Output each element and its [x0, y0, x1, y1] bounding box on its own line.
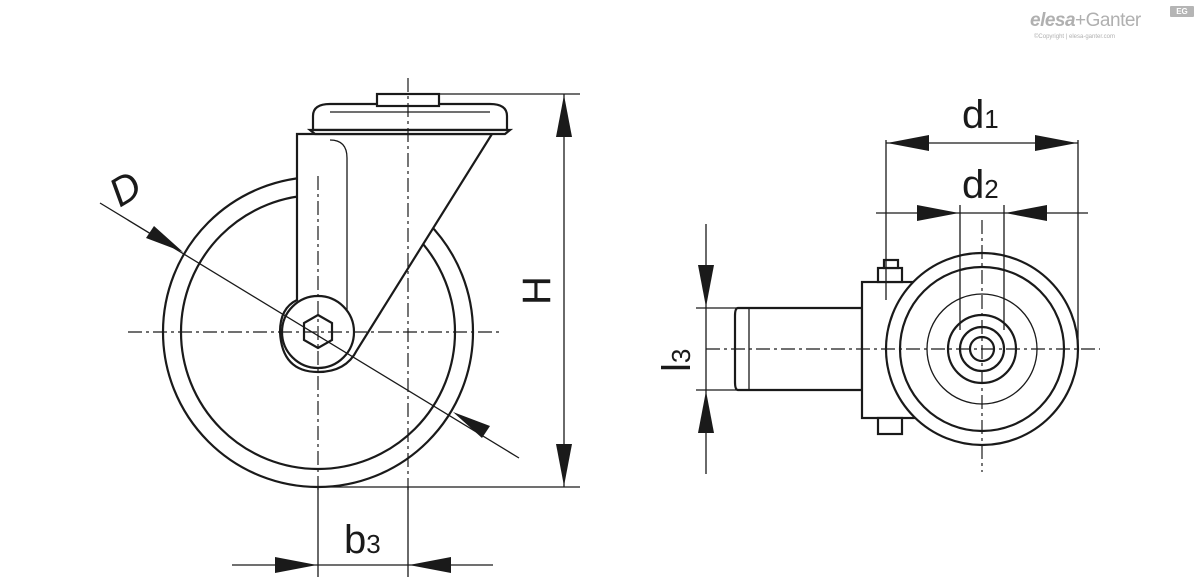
elesa-ganter-logo: elesa+Ganter ©Copyright | elesa-ganter.c…: [1030, 6, 1195, 46]
top-plate: [311, 102, 509, 132]
l3-main: l: [655, 363, 699, 372]
castor-front-view: d1 d2 l3: [655, 93, 1100, 474]
d1-arrow-left: [887, 135, 929, 151]
fork-inner-edge: [329, 139, 348, 345]
l3-arrow-top: [698, 265, 714, 307]
logo-brand-ganter: Ganter: [1085, 10, 1142, 31]
l3-subscript: 3: [666, 349, 696, 363]
l3-arrow-bottom: [698, 391, 714, 433]
logo-wordmark: elesa+Ganter: [1030, 10, 1141, 32]
logo-copyright: ©Copyright | elesa-ganter.com: [1034, 34, 1116, 40]
bolt-cap-top: [882, 258, 900, 270]
logo-brand-elesa: elesa: [1030, 10, 1076, 31]
dimension-label-d2: d2: [962, 163, 999, 207]
dimension-label-b3: b3: [344, 518, 381, 562]
logo-badge: EG: [1170, 6, 1194, 17]
b3-subscript: 3: [366, 529, 380, 559]
dimension-label-d1: d1: [962, 93, 999, 137]
b3-main: b: [344, 518, 366, 562]
d1-arrow-right: [1035, 135, 1077, 151]
d1-subscript: 1: [984, 104, 998, 134]
b3-arrow-left: [275, 557, 317, 573]
d2-subscript: 2: [984, 174, 998, 204]
top-plate-base: [306, 128, 514, 136]
b3-arrow-right: [409, 557, 451, 573]
bolt-head-top: [876, 266, 904, 284]
d-arrow-top: [146, 226, 183, 252]
dimension-label-h: H: [515, 276, 559, 305]
h-arrow-top: [556, 95, 572, 137]
castor-side-view: D H b3: [99, 78, 580, 577]
d-arrow-bottom: [453, 412, 490, 438]
d2-main: d: [962, 163, 984, 207]
logo-plus: +: [1075, 10, 1086, 31]
bolt-head-bottom: [876, 416, 904, 436]
d2-arrow-right: [1005, 205, 1047, 221]
h-arrow-bottom: [556, 444, 572, 486]
dimension-label-l3: l3: [655, 349, 699, 372]
d2-arrow-left: [917, 205, 959, 221]
d1-main: d: [962, 93, 984, 137]
